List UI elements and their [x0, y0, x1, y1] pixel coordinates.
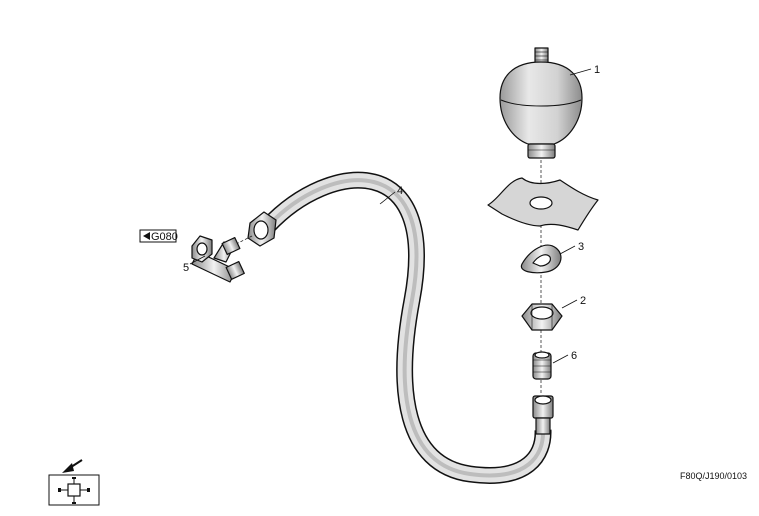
left-triangle-arrow-icon	[143, 232, 150, 240]
adapter-part	[532, 351, 552, 380]
callout-5: 5	[183, 262, 189, 274]
callout-leader-3	[559, 245, 576, 255]
hose-part	[247, 171, 554, 484]
washer-part	[520, 244, 562, 274]
hex-nut-part	[521, 303, 563, 331]
callout-leader-4	[379, 191, 396, 205]
callout-2: 2	[580, 295, 586, 307]
callout-leader-5	[189, 255, 206, 265]
callout-4: 4	[397, 185, 403, 197]
mounting-plate-part	[487, 177, 599, 231]
callout-6: 6	[571, 350, 577, 362]
callout-leader-2	[561, 299, 578, 309]
tee-fitting-part	[191, 234, 255, 283]
component-location-icon[interactable]	[48, 459, 100, 506]
drawing-code: F80Q/J190/0103	[680, 471, 747, 481]
callout-leader-6	[552, 354, 569, 364]
reference-box[interactable]: G080	[139, 229, 178, 243]
callout-3: 3	[578, 241, 584, 253]
callout-1: 1	[594, 64, 600, 76]
reference-label: G080	[151, 231, 178, 243]
callout-leader-1	[569, 68, 592, 76]
down-left-arrow-icon	[62, 459, 83, 473]
accumulator-part	[499, 47, 583, 159]
